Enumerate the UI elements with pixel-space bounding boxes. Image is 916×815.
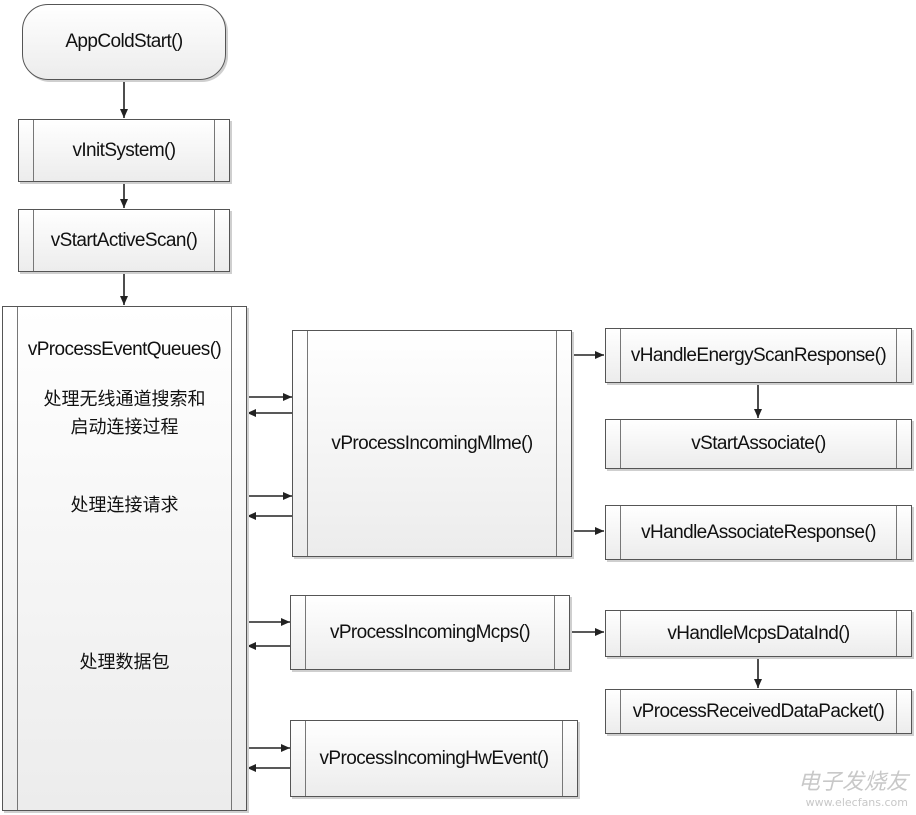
handle-energy-scan-response-label: vHandleEnergyScanResponse() [630, 344, 887, 366]
handle-associate-response-label: vHandleAssociateResponse() [641, 521, 876, 543]
handle-mcps-data-ind-node: vHandleMcpsDataInd() [605, 610, 912, 657]
process-incoming-mcps-node: vProcessIncomingMcps() [290, 595, 570, 670]
watermark: 电子发烧友 www.elecfans.com [798, 764, 908, 809]
handle-energy-scan-response-node: vHandleEnergyScanResponse() [605, 328, 912, 383]
channel-search-line-2: 启动连接过程 [70, 417, 179, 438]
handle-associate-response-node: vHandleAssociateResponse() [605, 505, 912, 560]
process-event-queues-node: vProcessEventQueues() 处理无线通道搜索和 启动连接过程 处… [2, 306, 247, 811]
handle-mcps-data-ind-label: vHandleMcpsDataInd() [667, 622, 850, 644]
process-incoming-mlme-label: vProcessIncomingMlme() [331, 432, 533, 454]
process-incoming-mlme-node: vProcessIncomingMlme() [292, 330, 572, 557]
process-incoming-hw-event-node: vProcessIncomingHwEvent() [290, 720, 578, 797]
app-cold-start-label: AppColdStart() [65, 31, 183, 52]
process-received-data-packet-node: vProcessReceivedDataPacket() [605, 689, 912, 734]
app-cold-start-node: AppColdStart() [22, 4, 226, 80]
process-received-data-packet-label: vProcessReceivedDataPacket() [632, 700, 885, 722]
process-event-queues-label: vProcessEventQueues() [27, 339, 222, 360]
watermark-url: www.elecfans.com [805, 796, 908, 809]
connection-request-annotation: 处理连接请求 [70, 495, 179, 516]
data-packet-annotation: 处理数据包 [79, 652, 170, 673]
start-active-scan-node: vStartActiveScan() [18, 209, 230, 272]
process-incoming-mcps-label: vProcessIncomingMcps() [329, 621, 531, 643]
start-associate-node: vStartAssociate() [605, 419, 912, 469]
channel-search-annotation: 处理无线通道搜索和 启动连接过程 [17, 386, 232, 442]
start-associate-label: vStartAssociate() [691, 433, 826, 454]
init-system-node: vInitSystem() [18, 119, 230, 182]
process-incoming-hw-event-label: vProcessIncomingHwEvent() [319, 747, 550, 769]
init-system-label: vInitSystem() [72, 139, 176, 161]
watermark-brand: 电子发烧友 [797, 770, 908, 795]
channel-search-line-1: 处理无线通道搜索和 [43, 389, 206, 410]
start-active-scan-label: vStartActiveScan() [50, 229, 198, 251]
